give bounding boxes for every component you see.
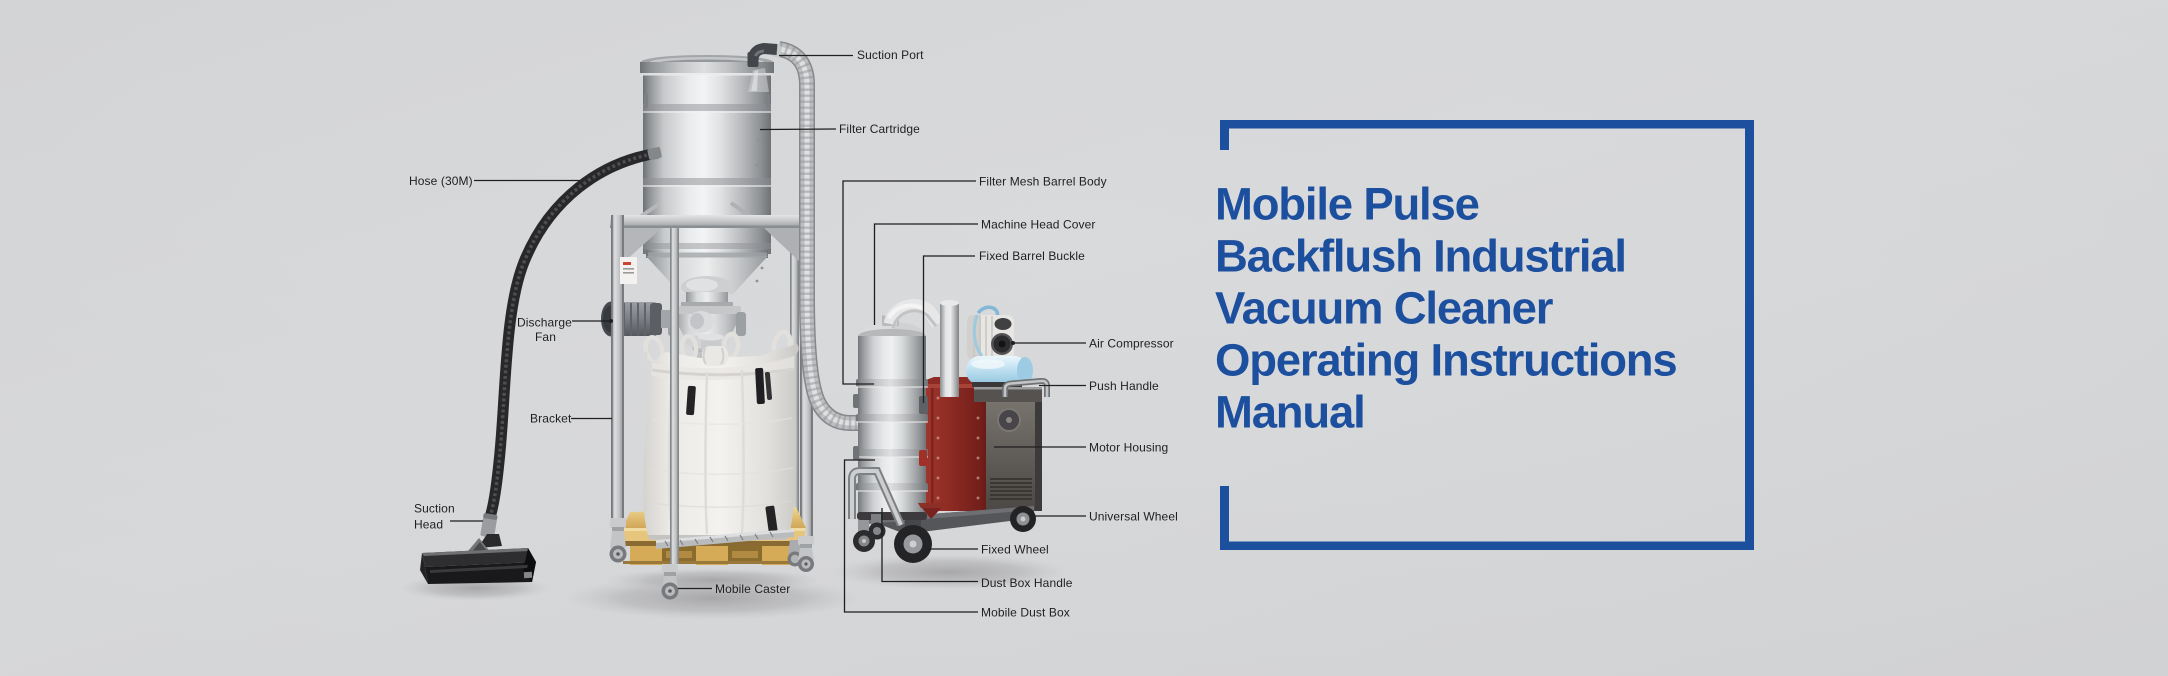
svg-text:Fan: Fan [535,330,556,344]
svg-text:Backflush Industrial: Backflush Industrial [1215,231,1626,282]
svg-text:Vacuum Cleaner: Vacuum Cleaner [1215,283,1554,334]
svg-text:Mobile Caster: Mobile Caster [715,582,790,596]
svg-text:Universal Wheel: Universal Wheel [1089,510,1178,524]
svg-text:Discharge: Discharge [517,316,572,330]
svg-text:Bracket: Bracket [530,412,572,426]
svg-text:Filter Mesh Barrel Body: Filter Mesh Barrel Body [979,175,1107,189]
svg-text:Filter Cartridge: Filter Cartridge [839,122,920,136]
svg-text:Mobile Dust Box: Mobile Dust Box [981,606,1070,620]
svg-text:Hose (30M): Hose (30M) [409,174,473,188]
svg-text:Fixed Barrel Buckle: Fixed Barrel Buckle [979,249,1085,263]
svg-text:Suction: Suction [414,502,455,516]
svg-text:Head: Head [414,518,443,532]
svg-text:Machine Head Cover: Machine Head Cover [981,218,1096,232]
svg-text:Push Handle: Push Handle [1089,379,1159,393]
svg-text:Manual: Manual [1215,387,1365,438]
svg-text:Motor Housing: Motor Housing [1089,441,1168,455]
svg-text:Suction Port: Suction Port [857,48,924,62]
svg-text:Air Compressor: Air Compressor [1089,337,1174,351]
svg-text:Dust Box Handle: Dust Box Handle [981,576,1073,590]
svg-text:Operating Instructions: Operating Instructions [1215,335,1677,386]
svg-text:Mobile Pulse: Mobile Pulse [1215,179,1479,230]
svg-text:Fixed Wheel: Fixed Wheel [981,543,1049,557]
